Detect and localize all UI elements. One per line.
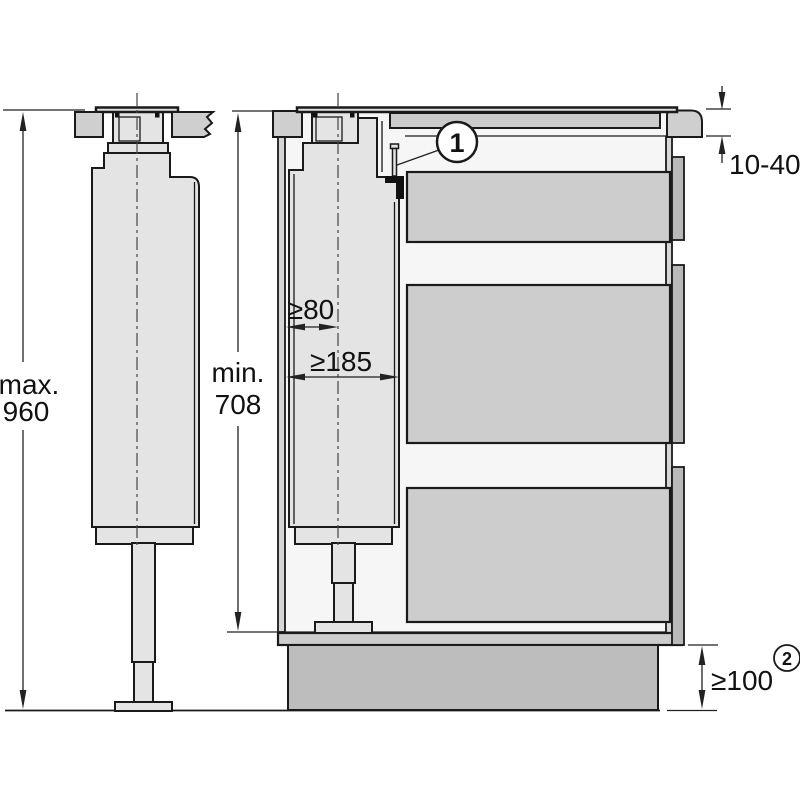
arrow-up-icon — [698, 646, 706, 665]
worktop-left-block — [272, 110, 303, 138]
callout-2-number: 2 — [782, 649, 792, 669]
side-duct-upper-tube — [131, 542, 156, 663]
cabinet-left-wall — [277, 136, 286, 633]
arrow-up-icon — [19, 112, 27, 131]
drawer-3-front — [671, 466, 685, 646]
arrow-left-icon — [286, 323, 305, 331]
arrow-right-icon — [380, 373, 399, 381]
unit-bracket-shelf — [294, 526, 393, 545]
unit-neck-opening — [315, 116, 343, 142]
side-duct-lower-tube — [133, 661, 154, 703]
dimension-min-height: min. 708 — [212, 110, 281, 633]
mounting-angle-bracket — [385, 176, 404, 199]
max-height-label-2: 960 — [3, 396, 50, 427]
min-height-label-1: min. — [212, 357, 265, 388]
hob-body-strip — [389, 112, 661, 129]
drawer-1-front — [671, 156, 685, 241]
plinth-height-label: ≥100 — [711, 665, 773, 696]
drawer-3-box — [405, 486, 672, 624]
hob-top-plate — [295, 106, 679, 114]
drawer-1-box — [405, 170, 672, 244]
side-worktop-left-block — [74, 111, 104, 138]
duct-foot-plate — [314, 621, 373, 634]
clearance-185-label: ≥185 — [310, 346, 372, 377]
fastening-screw-shaft — [391, 147, 398, 177]
arrow-left-icon — [286, 373, 305, 381]
clearance-80-label: ≥80 — [288, 294, 335, 325]
extractor-unit-side-view — [74, 93, 216, 712]
cabinet-bottom-panel — [276, 631, 684, 647]
fixing-point-right — [350, 113, 355, 118]
worktop-thickness-label: 10-40 — [729, 149, 800, 180]
side-fixing-point-left — [115, 113, 120, 118]
duct-lower-tube — [333, 582, 354, 623]
dimension-worktop-thickness: 10-40 — [706, 86, 800, 180]
callout-1-leader — [396, 149, 440, 166]
arrow-up-icon — [234, 113, 242, 132]
duct-upper-tube — [331, 542, 356, 584]
drawer-2-box — [405, 283, 672, 445]
fixing-point-left — [313, 113, 318, 118]
callout-1-circle — [435, 120, 479, 164]
plinth-panel — [287, 644, 659, 711]
max-height-label-1: max. — [0, 369, 59, 400]
extractor-unit-section — [288, 93, 404, 634]
callout-2-circle — [773, 644, 800, 672]
drawer-2-front — [671, 264, 685, 444]
arrow-down-icon — [19, 690, 27, 709]
side-bracket-shelf — [95, 526, 194, 545]
arrow-down-icon — [718, 92, 726, 110]
min-height-label-2: 708 — [215, 389, 262, 420]
dimension-clearance-80: ≥80 — [286, 294, 338, 331]
arrow-down-icon — [234, 612, 242, 631]
arrow-down-icon — [698, 690, 706, 709]
arrow-up-icon — [718, 136, 726, 154]
dimension-max-height: max. 960 — [0, 109, 85, 709]
callout-1: 1 — [396, 120, 479, 166]
side-worktop-right-block-broken — [171, 111, 216, 138]
dimension-plinth-height: ≥100 — [667, 644, 773, 712]
callout-2: 2 — [773, 644, 800, 672]
side-unit-neck-opening — [118, 116, 141, 142]
side-fixing-point-right — [155, 113, 160, 118]
side-unit-collar — [107, 142, 169, 154]
callout-1-number: 1 — [449, 128, 464, 158]
dimension-clearance-185: ≥185 — [286, 346, 399, 381]
side-unit-body — [91, 152, 200, 528]
worktop-right-block — [666, 109, 703, 138]
side-duct-foot-plate — [114, 701, 173, 712]
arrow-right-icon — [319, 323, 338, 331]
